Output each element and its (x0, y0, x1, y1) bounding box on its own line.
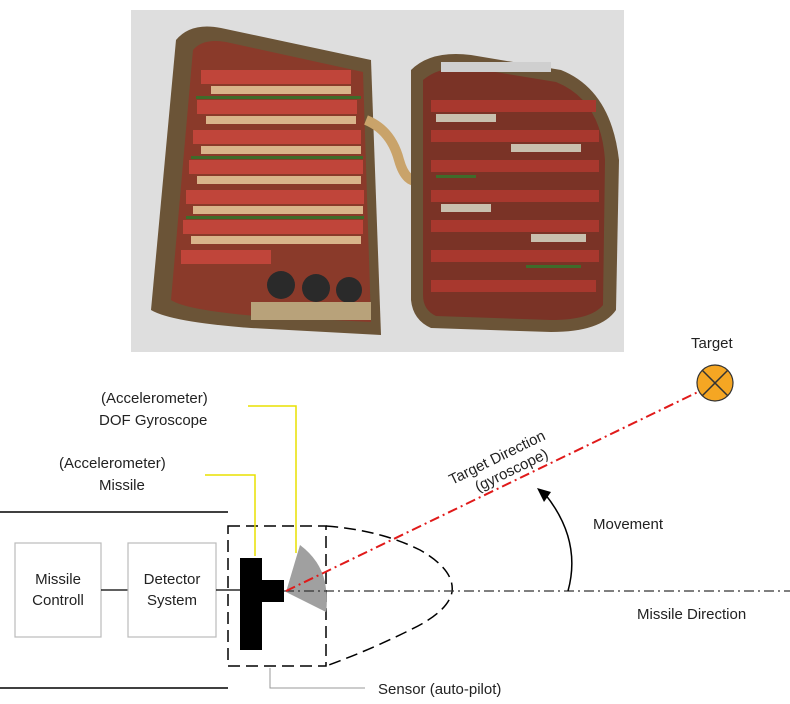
label-target-direction-2: (gyroscope) (472, 446, 551, 496)
sensor-stem (262, 580, 284, 602)
label-movement: Movement (593, 516, 664, 533)
missile-controll-box (14, 542, 102, 638)
label-missile-direction: Missile Direction (637, 606, 746, 623)
label-target: Target (691, 335, 734, 352)
gyroscope-wedge (286, 545, 327, 612)
sensor-bar (240, 558, 262, 650)
callout-sensor (269, 668, 365, 689)
missile-controll-label-2: Controll (32, 592, 84, 609)
label-sensor: Sensor (auto-pilot) (378, 681, 501, 698)
label-accel-missile-1: (Accelerometer) (59, 455, 166, 472)
missile-electronics-photo (131, 10, 624, 352)
target-icon-x2 (701, 369, 729, 397)
label-accel-dof-2: DOF Gyroscope (99, 412, 207, 429)
left-shell (151, 26, 381, 335)
missile-controll-label-1: Missile (35, 571, 81, 588)
sensor-housing (227, 525, 327, 667)
target-icon (696, 364, 734, 402)
label-accel-missile-2: Missile (99, 477, 145, 494)
detector-system-label-2: System (147, 592, 197, 609)
right-shell (411, 54, 619, 332)
detector-system-box (127, 542, 217, 638)
label-target-direction-1: Target Direction (446, 427, 548, 488)
nose-cone (325, 525, 453, 667)
movement-arrowhead (537, 488, 551, 502)
callout-dof-gyroscope (248, 405, 297, 553)
label-accel-dof-1: (Accelerometer) (101, 390, 208, 407)
movement-arrow (544, 493, 573, 592)
target-icon-x1 (701, 369, 729, 397)
target-direction-line (285, 390, 701, 592)
detector-system-label-1: Detector (144, 571, 201, 588)
callout-missile-accelerometer (205, 474, 256, 556)
